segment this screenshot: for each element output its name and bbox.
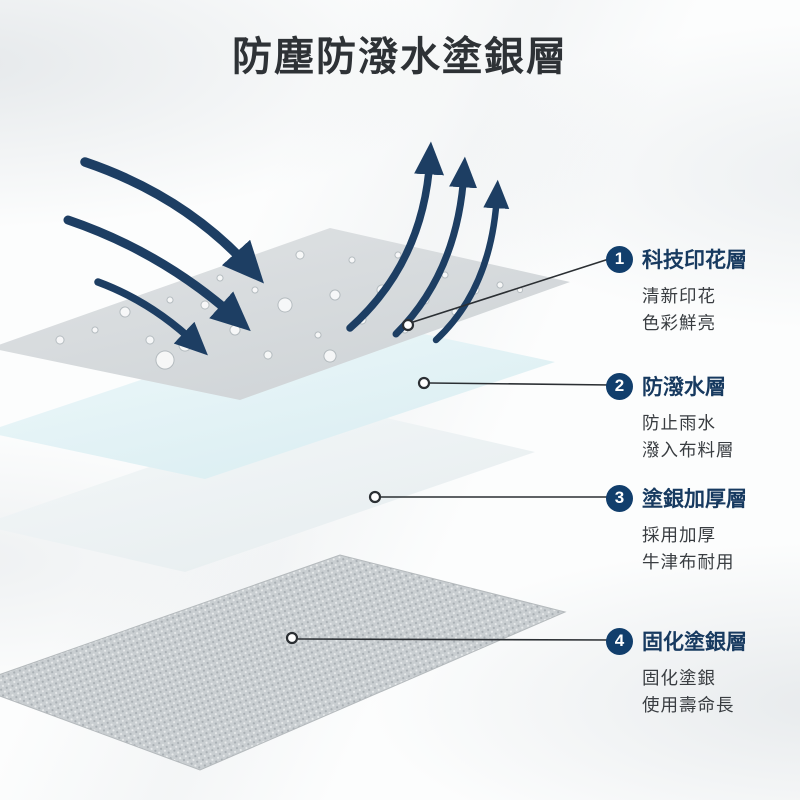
callout-header: 3 塗銀加厚層 <box>606 483 796 513</box>
callout-title: 科技印花層 <box>642 249 747 272</box>
callout-header: 2 防潑水層 <box>606 371 796 401</box>
layer-silver-thickened <box>0 405 535 572</box>
water-droplet <box>200 300 210 310</box>
callout-header: 4 固化塗銀層 <box>606 626 796 656</box>
water-droplet <box>155 350 175 370</box>
callout-description: 固化塗銀 使用壽命長 <box>642 665 796 719</box>
callout-desc-line: 潑入布料層 <box>642 440 735 461</box>
water-droplet <box>348 256 356 264</box>
water-droplet <box>216 274 224 282</box>
water-droplet <box>166 296 174 304</box>
callout-description: 清新印花 色彩鮮亮 <box>642 283 796 337</box>
up-arrow-icon <box>432 179 510 344</box>
water-droplet <box>55 335 65 345</box>
water-droplet <box>119 306 131 318</box>
splash-arrow-icon <box>63 215 251 332</box>
up-arrow-icon <box>346 141 445 332</box>
layer-print <box>0 228 570 400</box>
water-droplet <box>277 297 293 313</box>
callout-number-badge: 1 <box>606 245 633 273</box>
callout-title: 塗銀加厚層 <box>642 488 747 511</box>
water-droplet <box>496 281 504 289</box>
callout-number-badge: 4 <box>606 627 633 655</box>
callout-header: 1 科技印花層 <box>606 244 796 274</box>
water-droplet <box>394 251 402 259</box>
layer-point-markers <box>285 318 431 645</box>
layer-point-marker <box>401 318 415 332</box>
splash-arrow-icon <box>94 278 208 356</box>
callout-desc-line: 採用加厚 <box>642 525 716 545</box>
water-droplet <box>323 349 337 363</box>
callout-water-repellent-layer: 2 防潑水層 防止雨水 潑入布料層 <box>606 371 796 464</box>
water-droplet <box>295 250 305 260</box>
callout-silver-thickened-layer: 3 塗銀加厚層 採用加厚 牛津布耐用 <box>606 483 796 576</box>
callout-desc-line: 使用壽命長 <box>642 695 735 716</box>
callout-leader-line <box>429 382 613 386</box>
water-droplet <box>329 289 341 301</box>
callout-desc-line: 固化塗銀 <box>642 668 716 688</box>
callout-number-badge: 3 <box>606 484 633 512</box>
callout-title: 固化塗銀層 <box>642 631 747 654</box>
layer-cured-silver <box>0 554 567 771</box>
layer-water-repellent <box>0 315 555 479</box>
callout-description: 防止雨水 潑入布料層 <box>642 410 796 464</box>
repel-arrows <box>63 141 510 356</box>
callout-desc-line: 牛津布耐用 <box>642 552 735 573</box>
callout-desc-line: 色彩鮮亮 <box>642 313 716 334</box>
water-droplet <box>145 335 155 345</box>
splash-arrow-icon <box>80 157 265 284</box>
callout-description: 採用加厚 牛津布耐用 <box>642 522 796 576</box>
layer-point-marker <box>285 631 299 645</box>
layer-point-marker <box>417 376 431 390</box>
callout-number-badge: 2 <box>606 372 633 400</box>
water-droplet <box>263 350 273 360</box>
water-droplet <box>251 286 259 294</box>
water-droplet <box>229 324 241 336</box>
page-title: 防塵防潑水塗銀層 <box>232 35 568 79</box>
callout-leader-line <box>412 257 613 323</box>
callout-print-layer: 1 科技印花層 清新印花 色彩鮮亮 <box>606 244 796 337</box>
callout-desc-line: 防止雨水 <box>642 413 716 433</box>
callout-connectors <box>297 257 613 641</box>
callout-desc-line: 清新印花 <box>642 286 716 306</box>
up-arrow-icon <box>392 156 478 338</box>
water-droplet <box>91 326 99 334</box>
fabric-layers <box>0 228 570 771</box>
callout-leader-line <box>297 638 613 641</box>
callout-title: 防潑水層 <box>642 376 726 399</box>
layer-point-marker <box>368 490 382 504</box>
callout-cured-silver-layer: 4 固化塗銀層 固化塗銀 使用壽命長 <box>606 626 796 719</box>
water-droplet <box>314 331 322 339</box>
